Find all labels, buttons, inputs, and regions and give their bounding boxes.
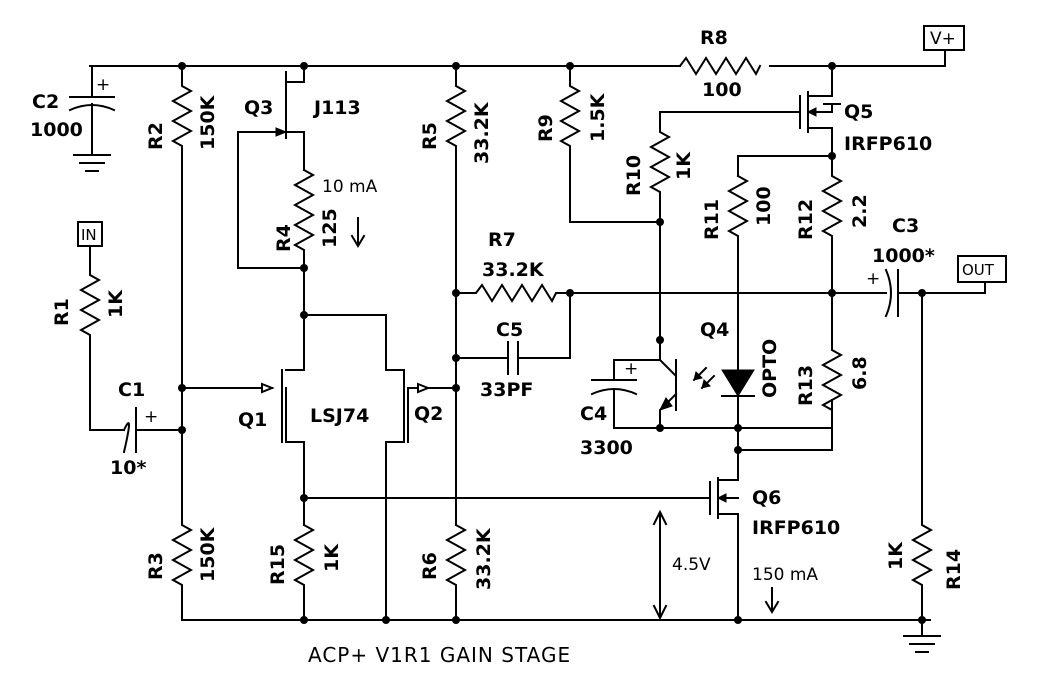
r7-ref: R7 — [488, 229, 516, 251]
resistor-r9: R9 1.5K — [535, 65, 661, 223]
q6-current: 150 mA — [752, 565, 818, 585]
c4-value: 3300 — [580, 437, 633, 459]
q3-current: 10 mA — [322, 177, 378, 197]
q6-ref: Q6 — [752, 487, 781, 509]
r13-ref: R13 — [795, 365, 817, 406]
r3-value: 150K — [197, 526, 219, 582]
r10-ref: R10 — [623, 155, 645, 196]
r2-value: 150K — [197, 94, 219, 150]
vplus-label: V+ — [930, 29, 956, 49]
r11-ref: R11 — [701, 199, 723, 240]
r4-value: 125 — [319, 208, 341, 248]
r8-value: 100 — [702, 79, 742, 101]
resistor-r3: R3 150K — [145, 429, 219, 621]
c1-value: 10* — [110, 457, 146, 479]
q5-value: IRFP610 — [844, 133, 932, 155]
resistor-r8: R8 100 — [678, 27, 762, 101]
r5-value: 33.2K — [471, 101, 493, 164]
r6-value: 33.2K — [473, 527, 495, 590]
resistor-r14: 1K R14 — [885, 292, 965, 653]
resistor-r7: R7 33.2K — [455, 229, 571, 304]
top-rail — [89, 49, 946, 67]
c5-ref: C5 — [496, 319, 523, 341]
transistor-q5: Q5 IRFP610 — [659, 65, 932, 157]
c5-value: 33PF — [480, 379, 533, 401]
r12-ref: R12 — [795, 199, 817, 240]
resistor-r5: R5 33.2K — [419, 65, 493, 526]
c1-ref: C1 — [118, 379, 145, 401]
resistor-r10: R10 1K — [623, 111, 695, 341]
r15-ref: R15 — [267, 544, 289, 585]
resistor-r1: R1 1K — [51, 245, 127, 431]
q4-ref: Q4 — [700, 319, 729, 341]
capacitor-c3: + C3 1000* — [866, 215, 986, 318]
r15-value: 1K — [321, 543, 343, 572]
resistor-r6: R6 33.2K — [419, 523, 495, 621]
r10-value: 1K — [673, 151, 695, 180]
q1-ref: Q1 — [238, 409, 267, 431]
schematic-title: ACP+ V1R1 GAIN STAGE — [308, 643, 571, 667]
r1-value: 1K — [105, 289, 127, 318]
resistor-r2: R2 150K — [145, 65, 219, 401]
terminal-vplus: V+ — [923, 25, 965, 51]
transistor-q3: Q3 J113 — [237, 65, 361, 269]
current-annotation-q6: 150 mA — [752, 565, 818, 614]
voltage-annotation: 4.5V — [652, 509, 711, 621]
r9-value: 1.5K — [587, 92, 609, 142]
junction-dots — [178, 62, 926, 624]
c2-ref: C2 — [32, 91, 59, 113]
terminal-input: IN — [77, 221, 103, 247]
r2-ref: R2 — [145, 122, 167, 150]
resistor-r13: R13 6.8 — [737, 329, 871, 451]
capacitor-c5: C5 33PF — [455, 292, 571, 401]
q1q2-part: LSJ74 — [310, 405, 369, 427]
q5-ref: Q5 — [844, 101, 873, 123]
c4-polarity: + — [624, 359, 638, 379]
c2-polarity: + — [96, 75, 110, 95]
q2-ref: Q2 — [414, 403, 443, 425]
resistor-r11: R11 100 — [701, 174, 775, 371]
r7-value: 33.2K — [482, 259, 545, 281]
r11-value: 100 — [753, 186, 775, 226]
r14-value: 1K — [885, 541, 907, 570]
c2-value: 1000 — [30, 119, 83, 141]
optocoupler-q4: Q4 OPTO — [659, 319, 833, 429]
q6-voltage: 4.5V — [672, 555, 711, 575]
r6-ref: R6 — [419, 552, 441, 580]
transistor-q6: Q6 IRFP610 — [709, 427, 840, 621]
q4-value: OPTO — [759, 339, 781, 398]
c3-ref: C3 — [892, 215, 919, 237]
q3-value: J113 — [312, 97, 361, 119]
q6-value: IRFP610 — [752, 517, 840, 539]
capacitor-c2: + C2 1000 — [30, 65, 116, 172]
r8-ref: R8 — [700, 27, 728, 49]
r4-ref: R4 — [273, 224, 295, 252]
capacitor-c1: + C1 10* — [110, 379, 183, 479]
c4-ref: C4 — [580, 403, 607, 425]
diff-pair-q1-q2: Q1 Q2 LSJ74 — [181, 314, 457, 621]
r14-ref: R14 — [943, 549, 965, 590]
r3-ref: R3 — [145, 552, 167, 580]
input-label: IN — [81, 226, 97, 244]
r1-ref: R1 — [51, 298, 73, 326]
r9-ref: R9 — [535, 114, 557, 142]
r13-value: 6.8 — [849, 356, 871, 390]
resistor-r15: R15 1K — [267, 523, 343, 621]
c3-value: 1000* — [872, 245, 935, 267]
output-label: OUT — [962, 261, 995, 279]
q3-ref: Q3 — [244, 97, 273, 119]
capacitor-c4: + C4 3300 — [580, 359, 661, 459]
c1-polarity: + — [144, 407, 158, 427]
resistor-r12: R12 2.2 — [795, 155, 871, 331]
terminal-output: OUT — [957, 255, 1007, 283]
resistor-r4: R4 125 10 mA — [273, 168, 378, 316]
r12-value: 2.2 — [849, 194, 871, 228]
r5-ref: R5 — [419, 122, 441, 150]
c3-polarity: + — [866, 269, 880, 289]
